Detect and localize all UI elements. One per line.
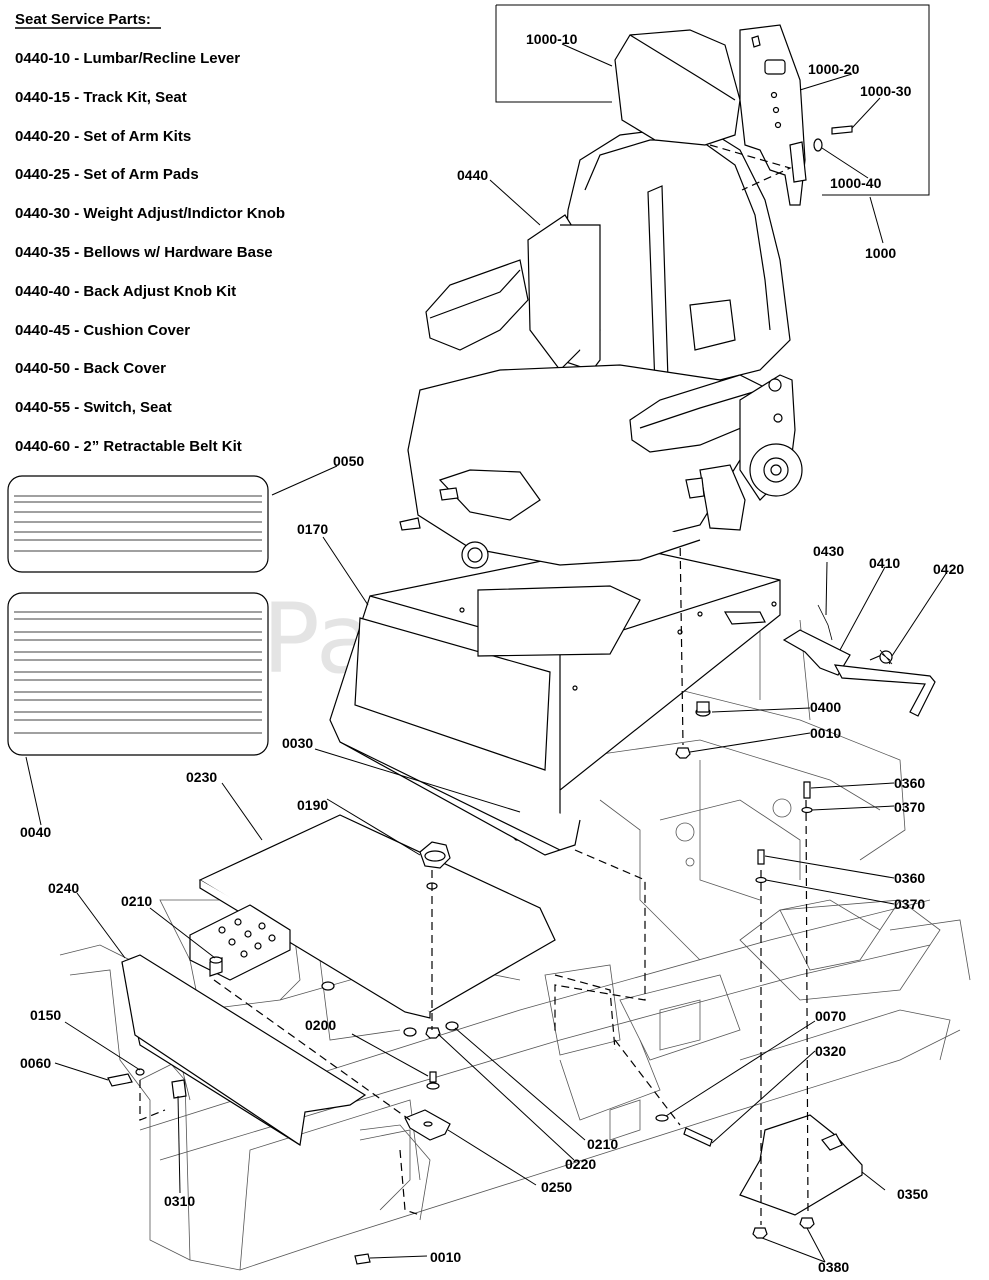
washer-0370b: [755, 876, 767, 884]
service-part-item: 0440-50 - Back Cover: [15, 360, 166, 377]
callout-1000-30: 1000-30: [860, 83, 912, 99]
leader-lines: [25, 43, 948, 1263]
callout-0230: 0230: [186, 769, 217, 785]
service-part-item: 0440-35 - Bellows w/ Hardware Base: [15, 244, 273, 261]
callout-0440: 0440: [457, 167, 488, 183]
decal-0040: [7, 592, 269, 756]
callout-0070: 0070: [815, 1008, 846, 1024]
pin-0430: [817, 604, 833, 641]
plate-0350: [739, 1114, 863, 1216]
service-part-item: 0440-30 - Weight Adjust/Indictor Knob: [15, 205, 285, 222]
nut-0010: [675, 747, 691, 759]
callout-0220: 0220: [565, 1156, 596, 1172]
washer-0370: [801, 806, 813, 814]
service-part-item: 0440-15 - Track Kit, Seat: [15, 89, 187, 106]
bracket-0410: [782, 629, 936, 717]
bolt-0060: [107, 1073, 133, 1087]
decal-0050: [7, 475, 269, 573]
bolt-0320: [683, 1127, 713, 1147]
callout-0210: 0210: [587, 1136, 618, 1152]
callout-0420: 0420: [933, 561, 964, 577]
assembly-lines: [139, 534, 809, 1225]
skirt-0240: [121, 954, 367, 1146]
seat-pan-0170: [329, 544, 781, 856]
service-part-item: 0440-25 - Set of Arm Pads: [15, 166, 199, 183]
bolt-0360: [803, 781, 811, 799]
callout-1000: 1000: [865, 245, 896, 261]
block-0210: [189, 904, 291, 981]
callout-0040: 0040: [20, 824, 51, 840]
callout-0320: 0320: [815, 1043, 846, 1059]
service-part-item: 0440-40 - Back Adjust Knob Kit: [15, 283, 236, 300]
service-part-item: 0440-60 - 2” Retractable Belt Kit: [15, 438, 242, 455]
bracket-0250: [404, 1109, 451, 1141]
nut-0010b: [354, 1253, 371, 1265]
bolt-0200: [429, 1071, 437, 1083]
callout-0240: 0240: [48, 880, 79, 896]
seat-0440: [399, 124, 803, 569]
service-parts-list: Seat Service Parts: 0440-10 - Lumbar/Rec…: [15, 11, 285, 455]
callout-1000-40: 1000-40: [830, 175, 882, 191]
callout-0010: 0010: [430, 1249, 461, 1265]
service-part-item: 0440-20 - Set of Arm Kits: [15, 128, 191, 145]
headrest-kit-1000: [495, 4, 930, 206]
callout-0010: 0010: [810, 725, 841, 741]
callout-0170: 0170: [297, 521, 328, 537]
nut-0380: [752, 1227, 768, 1239]
callout-0250: 0250: [541, 1179, 572, 1195]
callout-0350: 0350: [897, 1186, 928, 1202]
callout-0030: 0030: [282, 735, 313, 751]
service-part-item: 0440-55 - Switch, Seat: [15, 399, 172, 416]
callout-0310: 0310: [164, 1193, 195, 1209]
callout-0060: 0060: [20, 1055, 51, 1071]
nut-0380b: [799, 1217, 815, 1229]
washer-0150: [135, 1068, 145, 1076]
callout-0200: 0200: [305, 1017, 336, 1033]
callout-0050: 0050: [333, 453, 364, 469]
bolt-0360b: [757, 849, 765, 865]
callout-1000-20: 1000-20: [808, 61, 860, 77]
washer-0070: [655, 1114, 669, 1122]
nut-0220: [425, 1027, 441, 1039]
callout-0380: 0380: [818, 1259, 849, 1275]
callout-0360: 0360: [894, 870, 925, 886]
callout-0370: 0370: [894, 799, 925, 815]
service-part-item: 0440-45 - Cushion Cover: [15, 322, 190, 339]
spring-0420: [879, 649, 893, 665]
callout-1000-10: 1000-10: [526, 31, 578, 47]
callout-0410: 0410: [869, 555, 900, 571]
hardware: [107, 701, 815, 1265]
callout-0430: 0430: [813, 543, 844, 559]
service-parts-title: Seat Service Parts:: [15, 11, 151, 28]
callout-0360: 0360: [894, 775, 925, 791]
callout-0210: 0210: [121, 893, 152, 909]
callout-labels: 1000-10 1000-20 1000-30 1000-40 1000 044…: [20, 31, 964, 1275]
callout-0190: 0190: [297, 797, 328, 813]
service-part-item: 0440-10 - Lumbar/Recline Lever: [15, 50, 240, 67]
clip-0310: [171, 1079, 187, 1099]
knob-0190: [419, 841, 451, 869]
callout-0150: 0150: [30, 1007, 61, 1023]
callout-0400: 0400: [810, 699, 841, 715]
callout-0370: 0370: [894, 896, 925, 912]
